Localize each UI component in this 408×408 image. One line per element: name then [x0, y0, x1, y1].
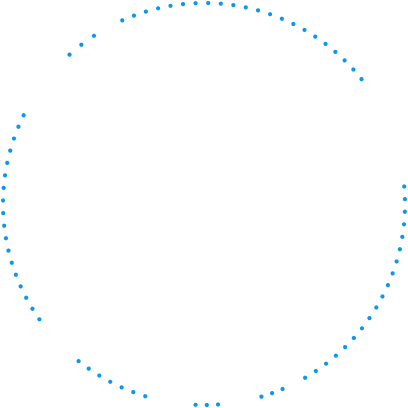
ring-dot	[91, 33, 97, 38]
ring-dot	[402, 209, 407, 214]
ring-dot	[21, 113, 26, 118]
ring-dot	[342, 58, 347, 63]
ring-dot	[18, 284, 23, 289]
ring-dot	[323, 41, 328, 47]
ring-dot	[131, 13, 137, 18]
ring-dot	[359, 77, 364, 82]
ring-dot	[206, 0, 211, 6]
ring-dot	[385, 283, 391, 288]
ring-dot	[394, 259, 399, 264]
ring-dot	[255, 8, 261, 13]
ring-dot	[269, 391, 275, 396]
ring-dot	[86, 366, 91, 371]
ring-dot	[215, 402, 221, 407]
ring-dot	[79, 42, 84, 47]
ring-dot	[13, 272, 18, 277]
ring-dot	[279, 16, 284, 21]
ring-dot	[204, 402, 209, 408]
ring-dot	[193, 1, 198, 6]
ring-dot	[390, 271, 395, 276]
ring-dot	[2, 223, 7, 228]
ring-dot	[30, 306, 35, 311]
ring-dot	[333, 353, 338, 358]
ring-dot	[168, 3, 173, 8]
ring-dot	[303, 375, 308, 380]
ring-dot	[380, 294, 385, 299]
ring-dot	[156, 6, 161, 11]
ring-dot	[131, 390, 136, 395]
ring-dot	[24, 295, 29, 300]
ring-dot	[333, 49, 338, 54]
ring-dot	[76, 358, 81, 364]
ring-dot	[268, 12, 273, 17]
ring-dot	[280, 386, 285, 392]
ring-dot	[313, 34, 318, 39]
ring-dot	[143, 9, 148, 14]
ring-dot	[400, 234, 405, 239]
ring-dot	[11, 136, 17, 141]
ring-dot	[374, 305, 379, 310]
ring-dot	[218, 1, 223, 6]
ring-dot	[67, 52, 72, 57]
ring-dot	[108, 379, 113, 384]
ring-dot	[313, 368, 318, 374]
ring-dot	[0, 198, 6, 203]
ring-dot	[343, 345, 348, 350]
ring-dot	[193, 402, 198, 407]
ring-dot	[143, 394, 148, 399]
ring-dot	[323, 361, 329, 366]
ring-dot	[2, 173, 8, 178]
ring-dot	[231, 3, 236, 8]
ring-dot	[401, 222, 407, 227]
ring-dot	[291, 21, 296, 27]
ring-dot	[5, 160, 10, 165]
ring-dot	[402, 184, 407, 189]
ring-dot	[97, 373, 102, 378]
ring-dot	[180, 2, 186, 7]
ring-dot	[259, 394, 264, 399]
ring-dot	[3, 236, 9, 241]
ring-dot	[359, 326, 365, 331]
ring-dot	[351, 67, 356, 72]
ring-dot	[397, 247, 402, 252]
ring-dot	[243, 5, 248, 10]
ring-dot	[6, 248, 11, 253]
ring-dot	[119, 385, 124, 390]
ring-dot	[16, 124, 21, 129]
ring-dot	[351, 335, 356, 341]
ring-dot	[9, 260, 14, 265]
ring-dot	[120, 18, 125, 23]
ring-dot	[367, 316, 372, 321]
ring-dot	[402, 196, 408, 202]
ring-dot	[8, 148, 13, 153]
ring-dot	[1, 185, 6, 190]
ring-dot	[37, 317, 42, 322]
ring-dot	[302, 27, 307, 33]
ring-dot	[1, 211, 6, 216]
